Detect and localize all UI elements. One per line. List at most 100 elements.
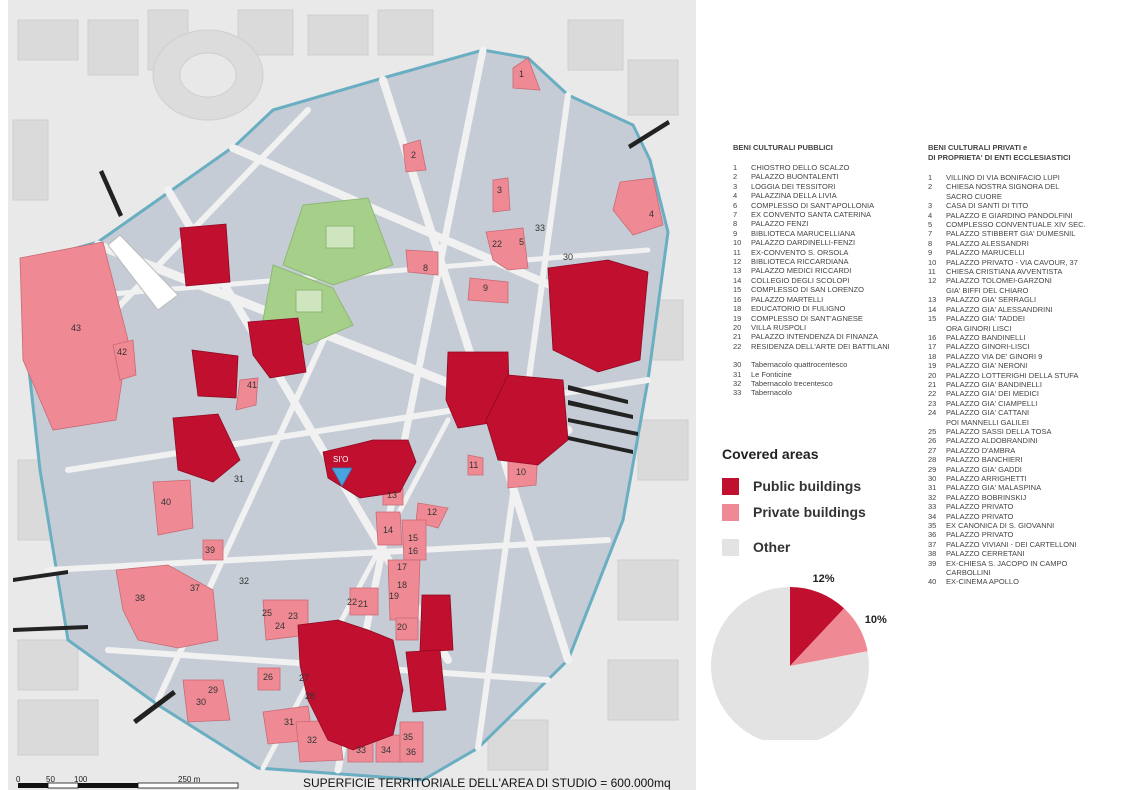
legend-row-number: 20 <box>733 322 742 332</box>
legend-item-label: Public buildings <box>753 478 862 494</box>
legend-item-label: Private buildings <box>753 504 866 520</box>
map-marker-label: 26 <box>263 672 274 682</box>
map-marker-label: 29 <box>208 685 219 695</box>
map-marker-label: 17 <box>397 562 408 572</box>
legend-row-number: 9 <box>733 228 738 238</box>
legend-row-name: PALAZZO GIA' TADDEI <box>946 314 1025 324</box>
legend-row-name: PALAZZO LOTTERIGHI DELLA STUFA <box>946 370 1079 380</box>
map-marker-label: 11 <box>469 460 479 470</box>
legend-row-number: 21 <box>928 379 937 389</box>
legend-row-name: Tabernacolo <box>751 388 792 398</box>
scale-label: 0 <box>16 775 21 784</box>
legend-row-name: PALAZZO VIA DE' GINORI 9 <box>946 351 1043 361</box>
map-marker-label: 9 <box>483 283 489 293</box>
legend-row-number: 31 <box>733 369 742 379</box>
map-marker-label: 21 <box>358 599 369 609</box>
legend-row-number: 12 <box>928 276 937 286</box>
map-marker-label: 3 <box>497 185 503 195</box>
legend-row-name: PALAZZO E GIARDINO PANDOLFINI <box>946 210 1073 220</box>
map-marker-label: 13 <box>387 490 398 500</box>
map-marker-label: 8 <box>423 263 429 273</box>
legend-row-tabernacle: 33 Tabernacolo <box>733 388 890 397</box>
public-swatch <box>722 477 739 495</box>
legend-row-tabernacle: 31 Le Fonticine <box>733 370 890 379</box>
legend-item-label: Other <box>753 539 791 555</box>
legend-row-number: 2 <box>733 172 738 182</box>
map-marker-label: 1 <box>519 69 525 79</box>
map-marker-label: 36 <box>406 747 417 757</box>
arrow-markers <box>13 120 670 724</box>
map-marker-label: 19 <box>389 591 400 601</box>
legend-row-number: 2 <box>928 182 933 192</box>
legend-row-number: 33 <box>733 388 742 398</box>
legend-row-name: PALAZZO DARDINELLI-FENZI <box>751 238 856 248</box>
map-marker-label: 28 <box>305 691 316 701</box>
legend-row: 14 PALAZZO GIA' ALESSANDRINI <box>928 305 1086 314</box>
legend-row-number: 16 <box>733 294 742 304</box>
legend-row-name: BIBLIOTECA MARUCELLIANA <box>751 228 856 238</box>
pie-svg <box>711 587 869 745</box>
legend-row-name: Le Fonticine <box>751 369 792 379</box>
map-marker-label: 22 <box>347 597 358 607</box>
legend-row-name: EX CANONICA DI S. GIOVANNI <box>946 521 1055 531</box>
legend-row-name: PALAZZO GIA' ALESSANDRINI <box>946 304 1053 314</box>
legend-row-number: 34 <box>928 511 937 521</box>
legend-row-name: Tabernacolo trecentesco <box>751 378 833 388</box>
legend-row-name: COLLEGIO DEGLI SCOLOPI <box>751 275 850 285</box>
legend-row-name: PALAZZO BOBRINSKIJ <box>946 492 1027 502</box>
legend-row-name: PALAZZO GIA' GADDI <box>946 464 1022 474</box>
legend-row-number: 18 <box>733 304 742 314</box>
legend-row-name: PALAZZO GIA' CATTANI <box>946 408 1030 418</box>
legend-row-name: PALAZZO GINORI-LISCI <box>946 342 1030 352</box>
legend-row: 18 PALAZZO VIA DE' GINORI 9 <box>928 352 1086 361</box>
legend-row-name: VILLA RUSPOLI <box>751 322 807 332</box>
map-marker-label: 24 <box>275 621 286 631</box>
legend-row-number: 10 <box>733 238 742 248</box>
map-marker-label: 33 <box>535 223 546 233</box>
legend-row-name: LOGGIA DEI TESSITORI <box>751 181 836 191</box>
scale-label: 50 <box>46 775 55 784</box>
legend-row-number: 4 <box>733 191 738 201</box>
legend-row-number: 14 <box>928 304 937 314</box>
legend-row-name: Tabernacolo quattrocentesco <box>751 360 848 370</box>
legend-row-name: CASA DI SANTI DI TITO <box>946 201 1029 211</box>
legend-row-name: ORA GINORI LISCI <box>946 323 1012 333</box>
legend-row-number: 30 <box>928 474 937 483</box>
map-marker-label: 25 <box>262 608 273 618</box>
legend-row: SACRO CUORE <box>928 192 1086 201</box>
legend-row-number: 13 <box>733 266 742 276</box>
legend-row-number: 40 <box>928 577 937 587</box>
legend-row-number: 22 <box>733 341 742 351</box>
legend-row-name: PALAZZO VIVIANI - DEI CARTELLONI <box>946 539 1077 549</box>
map-marker-label: 10 <box>516 467 527 477</box>
legend-row-name: CHIESA NOSTRA SIGNORA DEL <box>946 182 1060 192</box>
legend-row-name: PALAZZO GIA' MALASPINA <box>946 483 1042 493</box>
map-marker-label: 2 <box>411 150 417 160</box>
other-swatch <box>722 538 739 556</box>
plaza-triangle <box>107 234 179 311</box>
legend-row-number: 11 <box>928 267 936 277</box>
legend-row-number: 38 <box>928 549 937 559</box>
legend-row-number: 15 <box>733 285 742 295</box>
legend-public-heading: BENI CULTURALI PUBBLICI <box>733 143 833 152</box>
legend-row: ORA GINORI LISCI <box>928 324 1086 333</box>
legend-row-name: SACRO CUORE <box>946 191 1002 201</box>
legend-row-number: 6 <box>733 200 738 210</box>
legend-row-name: PALAZZO INTENDENZA DI FINANZA <box>751 332 878 342</box>
legend-row-number: 18 <box>928 351 937 361</box>
